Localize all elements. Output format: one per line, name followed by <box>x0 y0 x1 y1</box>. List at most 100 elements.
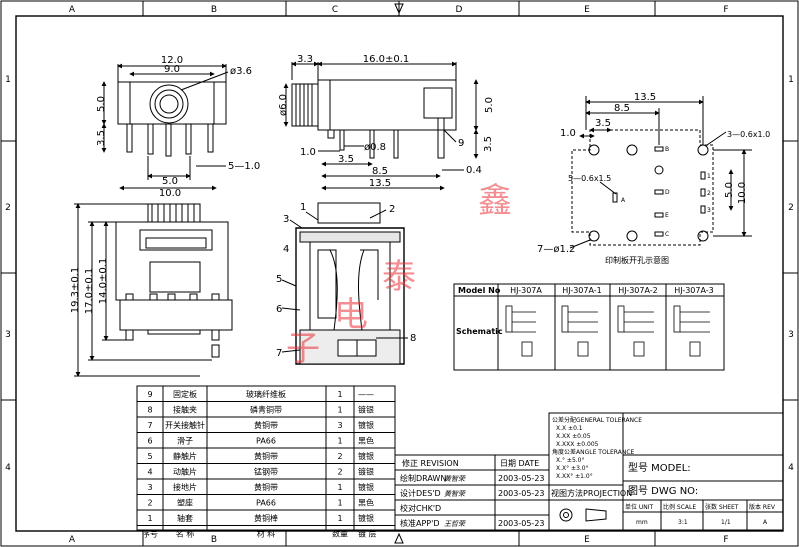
bom-cell-plating: 黑色 <box>358 498 374 508</box>
dim-pcb-total: 10.0 <box>737 182 748 204</box>
rev-value: A <box>763 519 768 526</box>
grid-labels: A B C D E F A B E F 1 2 3 4 1 2 3 4 <box>5 5 794 545</box>
bom-header-cell: 名 称 <box>176 529 195 539</box>
bom-cell-material: 黄铜带 <box>254 482 278 492</box>
bom-cell-plating: 镀银 <box>358 405 374 415</box>
tol-line-5: 角度公差ANGLE TOLERANCE <box>552 448 635 456</box>
dim-side-pin: 3.5 <box>483 136 494 152</box>
checked-label: 校对CHK'D <box>400 503 441 513</box>
sheet-value: 1/1 <box>721 519 731 526</box>
dim-body-inner: 14.0±0.1 <box>98 258 109 305</box>
pin-label-2: 2 <box>707 190 711 197</box>
bom-cell-plating: 镀银 <box>358 467 374 477</box>
front-view-dimensions: 12.0 9.0 ø3.6 5.0 3.5 5.0 10.0 5—1.0 <box>96 55 260 199</box>
designed-label: 设计DES'D <box>400 488 441 498</box>
grid-col-e-bottom: E <box>584 535 590 545</box>
dim-pcb-slots-a: 3—0.6x1.0 <box>727 130 770 139</box>
bom-cell-material: 黄铜带 <box>254 451 278 461</box>
approved-label: 核准APP'D <box>400 518 439 528</box>
body-view-dimensions: 19.3±0.1 17.0±0.1 14.0±0.1 <box>70 258 109 315</box>
bom-cell-material: 磷青铜带 <box>250 405 282 415</box>
tol-line-8: X.XX° ±1.0° <box>556 473 593 480</box>
dim-front-inner: 9.0 <box>164 64 180 75</box>
scale-label: 比例 SCALE <box>663 503 696 511</box>
unit-value: mm <box>636 519 648 526</box>
bom-cell-name: 轴套 <box>177 513 193 523</box>
section-callouts: 1 2 3 4 5 6 7 8 <box>276 202 416 359</box>
revision-text: 修正 REVISION 日期 DATE 绘制DRAWN 黄智荣 2003-05-… <box>400 458 545 528</box>
tolerance-text: 公差分配GENERAL TOLERANCE X.X ±0.1 X.XX ±0.0… <box>551 416 642 498</box>
dim-side-length: 16.0±0.1 <box>363 54 410 65</box>
bom-cell-qty: 1 <box>337 483 342 492</box>
bom-cell-name: 塑座 <box>177 498 193 508</box>
bom-cell-material: 黄铜棒 <box>254 513 278 523</box>
dim-body-overall: 19.3±0.1 <box>70 267 81 314</box>
side-view-dimensions: 3.3 16.0±0.1 ø6.0 5.0 3.5 1.0 ø0.8 3.5 8… <box>278 54 495 189</box>
grid-row-1-right: 1 <box>788 75 794 85</box>
bom-cell-name: 滑子 <box>177 436 193 446</box>
designed-signature: 黄智荣 <box>444 490 466 498</box>
dim-front-pins: 5—1.0 <box>228 161 260 172</box>
bom-cell-no: 3 <box>147 483 152 492</box>
bom-header-cell: 材 料 <box>257 529 276 539</box>
bom-cell-plating: 镀银 <box>358 482 374 492</box>
dim-side-thick: 0.4 <box>466 165 482 176</box>
callout-4: 4 <box>283 244 289 255</box>
pin-label-c: C <box>665 231 669 238</box>
designed-date: 2003-05-23 <box>498 489 545 498</box>
grid-col-a-bottom: A <box>69 535 76 545</box>
tol-line-1: 公差分配GENERAL TOLERANCE <box>552 416 642 424</box>
watermark-char-4: 子 <box>286 329 320 369</box>
bom-cell-qty: 1 <box>337 390 342 399</box>
grid-row-3: 3 <box>5 330 11 340</box>
grid-col-c: C <box>332 5 338 15</box>
tol-line-7: X.X° ±3.0° <box>556 465 589 472</box>
dim-pcb-pinspan: 5.0 <box>724 182 735 198</box>
watermark-char-3: 电 <box>334 295 368 335</box>
grid-col-f: F <box>723 5 728 15</box>
grid-col-a: A <box>69 5 76 15</box>
section-view <box>281 202 408 365</box>
revision-label: 修正 REVISION <box>402 458 459 468</box>
pcb-caption: 印制板开孔示意图 <box>605 255 669 265</box>
dim-side-knurl: 3.3 <box>297 54 313 65</box>
rev-label: 版本 REV <box>749 503 776 511</box>
schematic-table <box>453 283 725 371</box>
bom-cell-plating: 镀银 <box>358 451 374 461</box>
tolerance-block <box>548 412 784 531</box>
dim-pcb-mid: 8.5 <box>614 103 630 114</box>
bom-cell-qty: 1 <box>337 406 342 415</box>
dim-front-pitch: 5.0 <box>162 176 178 187</box>
pin-label-a: A <box>621 197 626 204</box>
dim-pcb-holes: 7—ø1.2 <box>537 244 575 255</box>
model-hj-307a: HJ-307A <box>510 286 542 295</box>
bom-header-cell: 序号 <box>142 529 158 539</box>
grid-row-4-right: 4 <box>788 463 794 473</box>
side-view <box>283 61 479 191</box>
dim-side-pitch: 3.5 <box>338 154 354 165</box>
grid-col-b: B <box>211 5 217 15</box>
tol-line-6: X.° ±5.0° <box>556 457 585 464</box>
grid-row-4: 4 <box>5 463 11 473</box>
callout-5: 5 <box>276 274 282 285</box>
bom-cell-material: PA66 <box>256 499 276 508</box>
pcb-layout <box>569 96 752 249</box>
dim-front-height: 5.0 <box>96 96 107 112</box>
dim-front-bore: ø3.6 <box>230 66 252 77</box>
bom-cell-material: 锰钢带 <box>254 467 278 477</box>
bom-cell-no: 6 <box>147 437 152 446</box>
bom-cell-material: 黄铜带 <box>254 420 278 430</box>
callout-9: 9 <box>458 138 464 149</box>
bom-cell-name: 接触夹 <box>173 405 197 415</box>
scale-value: 3:1 <box>678 519 688 526</box>
callout-7: 7 <box>276 348 282 359</box>
pin-label-3: 3 <box>707 207 711 214</box>
tol-line-3: X.XX ±0.05 <box>556 433 591 440</box>
